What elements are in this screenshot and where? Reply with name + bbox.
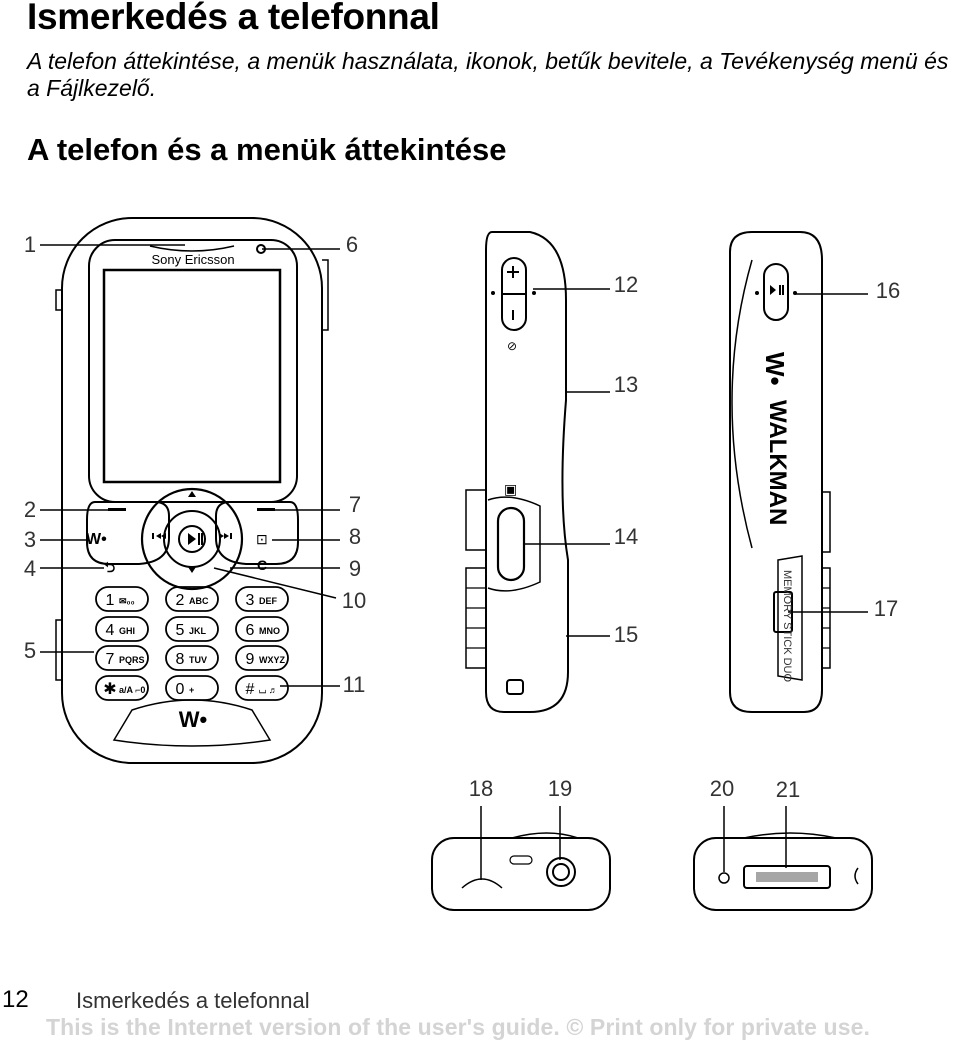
key-letters: ⌴ ♬ — [259, 685, 278, 695]
key-letters: DEF — [259, 596, 278, 606]
keypad-key — [95, 616, 149, 642]
key-letters: + — [189, 685, 194, 695]
keypad-key — [235, 586, 289, 612]
keypad-key — [95, 586, 149, 612]
callout-number: 15 — [614, 622, 638, 647]
play-pause-key — [763, 263, 789, 321]
key-digit: 1 — [106, 592, 115, 609]
key-letters: GHI — [119, 626, 135, 636]
keypad-key — [165, 675, 219, 701]
svg-text:▣: ▣ — [504, 481, 517, 497]
key-letters: MNO — [259, 626, 280, 636]
phone-screen — [102, 268, 282, 484]
callout-number: 5 — [24, 638, 36, 663]
key-letters: TUV — [189, 655, 207, 665]
keypad-key — [165, 586, 219, 612]
page-number: 12 — [2, 986, 29, 1013]
key-digit: # — [246, 681, 255, 698]
key-digit: 2 — [176, 592, 185, 609]
brand-logo: Sony Ericsson — [151, 252, 234, 267]
memory-stick-label: MEMORY STICK DUO — [781, 570, 793, 682]
svg-text:⊡: ⊡ — [256, 531, 268, 547]
phone-bottom-b — [693, 837, 873, 911]
callout-number: 7 — [349, 492, 361, 517]
phone-bottom-a — [431, 837, 611, 911]
intro-text: A telefon áttekintése, a menük használat… — [27, 48, 949, 101]
callout-number: 12 — [614, 272, 638, 297]
svg-text:W•: W• — [760, 352, 790, 386]
phone-right-side — [729, 231, 823, 713]
callout-number: 21 — [776, 777, 800, 802]
svg-text:⮌: ⮌ — [104, 559, 115, 575]
play-pause-icon — [178, 525, 206, 553]
phone-left-side — [485, 231, 569, 713]
key-digit: ✱ — [103, 681, 116, 698]
keypad-key — [235, 645, 289, 671]
keypad-key — [95, 645, 149, 671]
callout-number: 17 — [874, 596, 898, 621]
key-digit: 5 — [176, 622, 185, 639]
svg-text:W•: W• — [86, 531, 107, 548]
keypad: 1 ✉₀₀ 2 ABC 3 DEF 4 GHI 5 JKL 6 MNO 7 PQRS 8 TUV 9 WXYZ ✱a… — [95, 586, 289, 701]
callout-number: 3 — [24, 527, 36, 552]
key-digit: 4 — [106, 622, 115, 639]
callout-number: 1 — [24, 232, 36, 257]
keypad-key — [235, 616, 289, 642]
running-head: Ismerkedés a telefonnal — [76, 988, 310, 1013]
phone-front-face — [88, 239, 298, 503]
svg-text:⊘: ⊘ — [507, 339, 517, 353]
camera-key — [496, 506, 526, 582]
key-digit: 9 — [246, 651, 255, 668]
navigation-key — [140, 487, 244, 591]
key-letters: PQRS — [119, 655, 145, 665]
key-digit: 0 — [176, 681, 185, 698]
callout-number: 16 — [876, 278, 900, 303]
keypad-key — [165, 645, 219, 671]
phone-front-body — [61, 217, 323, 764]
page-heading: Ismerkedés a telefonnal — [27, 0, 440, 37]
callout-number: 9 — [349, 556, 361, 581]
keypad-key — [165, 616, 219, 642]
volume-key — [501, 257, 527, 331]
callout-number: 10 — [342, 588, 366, 613]
charger-connector — [743, 865, 831, 889]
callout-number: 14 — [614, 524, 638, 549]
callout-number: 2 — [24, 497, 36, 522]
callout-number: 18 — [469, 776, 493, 801]
key-digit: 8 — [176, 651, 185, 668]
key-letters: ✉₀₀ — [119, 596, 135, 606]
callout-number: 4 — [24, 556, 36, 581]
svg-text:W•: W• — [179, 707, 207, 732]
key-letters: JKL — [189, 626, 207, 636]
key-letters: a/A ⌐0 — [119, 685, 145, 695]
keypad-key — [235, 675, 289, 701]
key-letters: ABC — [189, 596, 209, 606]
callout-number: 20 — [710, 776, 734, 801]
callout-number: 6 — [346, 232, 358, 257]
callout-number: 19 — [548, 776, 572, 801]
section-heading: A telefon és a menük áttekintése — [27, 132, 507, 167]
keypad-key — [95, 675, 149, 701]
key-digit: 3 — [246, 592, 255, 609]
walkman-logo: WALKMAN — [764, 400, 791, 525]
memory-slot — [777, 555, 803, 681]
callout-number: 8 — [349, 524, 361, 549]
c-key-label: C — [257, 557, 267, 573]
headset-jack — [546, 857, 576, 887]
key-letters: WXYZ — [259, 655, 286, 665]
footer-notice: This is the Internet version of the user… — [46, 1014, 870, 1040]
key-digit: 7 — [106, 651, 115, 668]
key-digit: 6 — [246, 622, 255, 639]
callout-number: 13 — [614, 372, 638, 397]
callout-number: 11 — [343, 672, 366, 697]
